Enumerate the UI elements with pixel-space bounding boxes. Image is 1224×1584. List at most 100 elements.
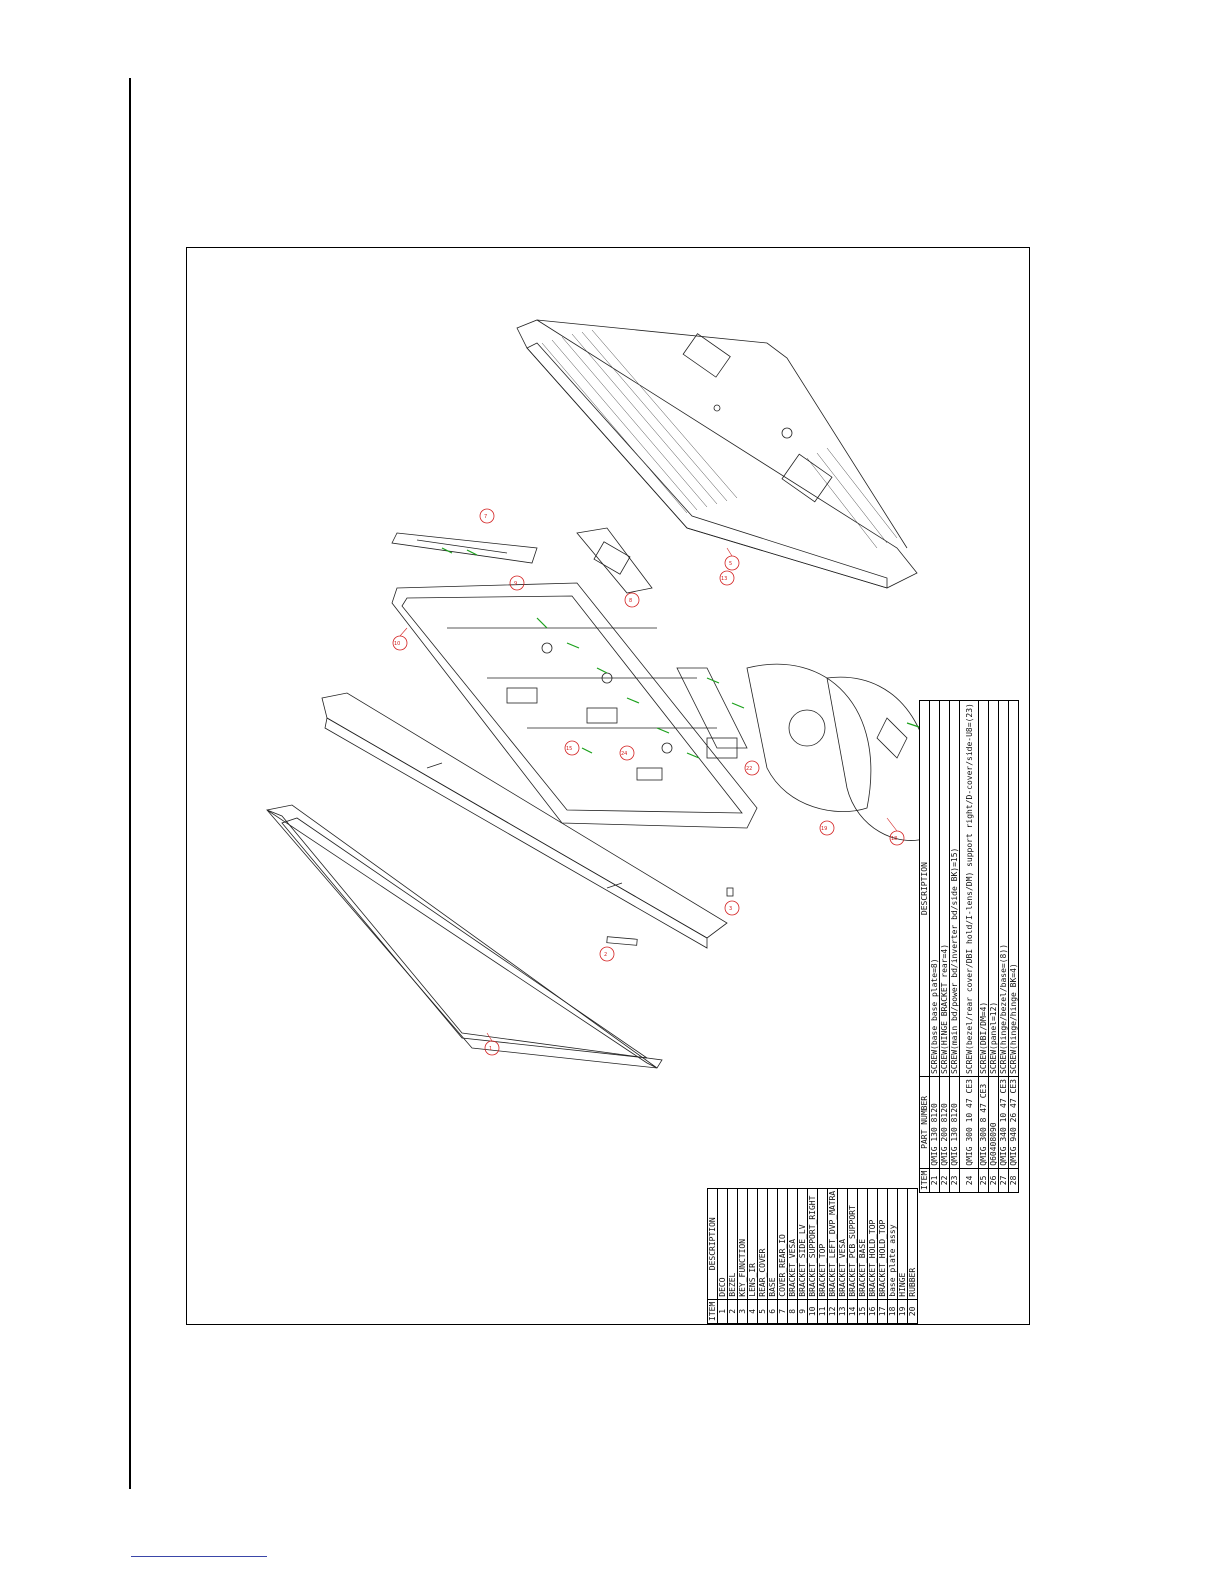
item-number: 27 (998, 1168, 1009, 1193)
item-description: SCREW(main bd/power bd/inverter bd/side … (949, 700, 960, 1077)
item-number: 12 (827, 1299, 838, 1324)
vesa-plate-part (576, 527, 653, 594)
col-header-item: ITEM (919, 1168, 930, 1193)
item-description: BRACKET_PCB_SUPPORT (847, 1188, 858, 1300)
item-number: 19 (897, 1299, 908, 1324)
item-number: 4 (747, 1299, 758, 1324)
item-number: 14 (847, 1299, 858, 1324)
screw-markers (441, 547, 923, 759)
item-description: REAR_COVER (757, 1188, 768, 1300)
part-number: Q60408090 (988, 1076, 999, 1169)
item-number: 24 (959, 1168, 979, 1193)
item-description: BRACKET_VESA (837, 1188, 848, 1300)
middle-frame-part (321, 692, 728, 949)
callout-13: 13 (719, 570, 735, 586)
item-number: 17 (877, 1299, 888, 1324)
part-number: QMIG 300 8 47 CE3 (978, 1076, 989, 1169)
item-description: HINGE (897, 1188, 908, 1300)
callout-bubbles: 1 2 3 5 7 8 9 10 13 15 18 19 20 21 22 24 (392, 508, 955, 1056)
item-description: DECO (717, 1188, 728, 1300)
item-description: SCREW(HINGE BRACKET rear=4) (939, 700, 950, 1077)
item-description: BRACKET_VESA (787, 1188, 798, 1300)
exploded-view-drawing: 1 2 3 5 7 8 9 10 13 15 18 19 20 21 22 24 (265, 319, 955, 1069)
item-number: 9 (797, 1299, 808, 1324)
callout-1: 1 (484, 1040, 500, 1056)
callout-9: 9 (509, 575, 525, 591)
item-number: 2 (727, 1299, 738, 1324)
svg-text:1: 1 (489, 1046, 492, 1052)
col-header-item: ITEM (707, 1299, 718, 1324)
rubber-foot-part (726, 887, 734, 897)
item-description: BRACKET_TOP (817, 1188, 828, 1300)
item-number: 8 (787, 1299, 798, 1324)
callout-10: 10 (392, 635, 408, 651)
item-description: LENS_IR (747, 1188, 758, 1300)
svg-text:13: 13 (721, 576, 727, 582)
callout-2: 2 (599, 946, 615, 962)
item-description: KEY_FUNCTION (737, 1188, 748, 1300)
svg-text:7: 7 (484, 514, 487, 520)
item-number: 28 (1008, 1168, 1019, 1193)
item-description: BASE (767, 1188, 778, 1300)
part-number: QMIG 340 10 47 CE3 (998, 1076, 1009, 1169)
callout-15: 15 (564, 740, 580, 756)
item-description: BEZEL (727, 1188, 738, 1300)
item-number: 15 (857, 1299, 868, 1324)
callout-8: 8 (624, 592, 640, 608)
svg-text:19: 19 (821, 826, 827, 832)
svg-text:18: 18 (891, 836, 897, 842)
stand-base-part (746, 663, 933, 841)
item-number: 6 (767, 1299, 778, 1324)
svg-text:2: 2 (604, 952, 607, 958)
stand-neck-part (676, 667, 748, 759)
item-number: 23 (949, 1168, 960, 1193)
col-header-description: DESCRIPTION (919, 700, 930, 1077)
col-header-description: DESCRIPTION (707, 1188, 718, 1300)
part-number: QMIG 130 8120 (949, 1076, 960, 1169)
item-number: 3 (737, 1299, 748, 1324)
item-description: COVER_REAR_IO (777, 1188, 788, 1300)
svg-text:8: 8 (629, 598, 632, 604)
item-description: RUBBER (907, 1188, 918, 1300)
item-number: 10 (807, 1299, 818, 1324)
item-description: BRACKET_BASE (857, 1188, 868, 1300)
item-number: 1 (717, 1299, 728, 1324)
svg-text:3: 3 (729, 906, 732, 912)
rear-cover-part (516, 319, 918, 589)
callout-7: 7 (479, 508, 495, 524)
svg-text:24: 24 (621, 751, 627, 757)
item-description: BRACKET_HOLD_TOP (867, 1188, 878, 1300)
item-number: 5 (757, 1299, 768, 1324)
callout-18: 18 (889, 830, 905, 846)
svg-text:15: 15 (566, 746, 572, 752)
item-number: 21 (929, 1168, 940, 1193)
callout-19: 19 (819, 820, 835, 836)
item-number: 20 (907, 1299, 918, 1324)
svg-text:5: 5 (729, 561, 732, 567)
